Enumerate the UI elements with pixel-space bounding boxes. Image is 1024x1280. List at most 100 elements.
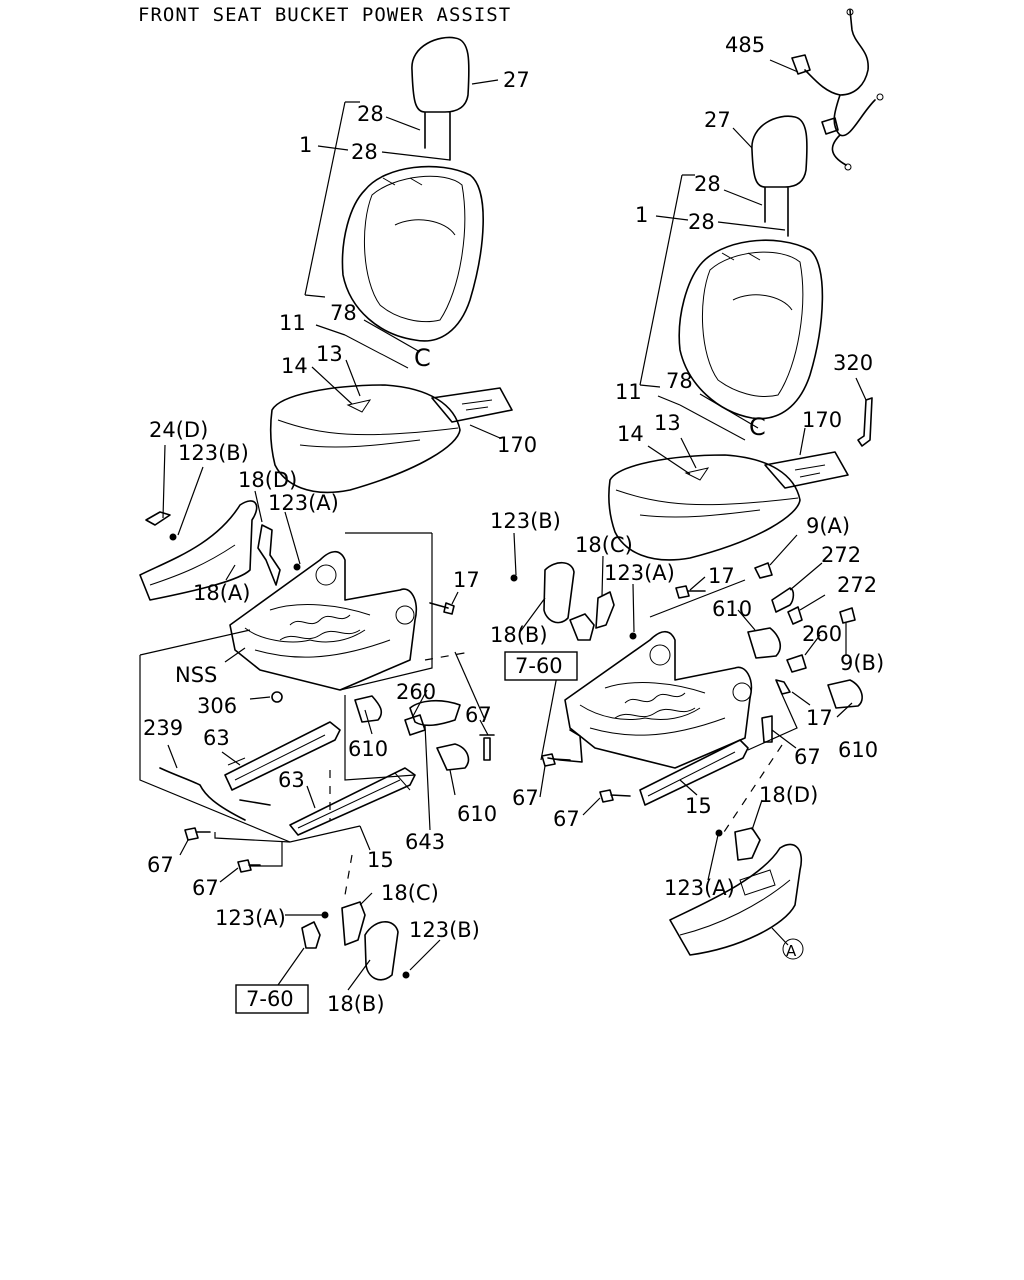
diagram-title: FRONT SEAT BUCKET POWER ASSIST <box>138 4 511 26</box>
left-nut-306[interactable] <box>271 691 283 703</box>
label-9A: 9(A) <box>806 514 850 538</box>
left-part-610-a[interactable] <box>354 695 383 723</box>
right-bolt-17-a[interactable] <box>675 585 706 599</box>
ref-label-7-60[interactable]: 7-60 <box>515 654 563 678</box>
right-part-272-b[interactable] <box>787 606 803 625</box>
right-trim-A[interactable] <box>669 843 802 956</box>
right-buckle-7-60[interactable] <box>569 613 595 641</box>
right-bolt-17-b[interactable] <box>775 679 791 695</box>
right-seat-back[interactable] <box>678 239 824 420</box>
label-28: 28 <box>694 172 721 196</box>
right-part-610-a[interactable] <box>747 627 782 659</box>
right-seat <box>504 8 884 960</box>
left-labels: 27 28 1 28 78 11 C 14 13 170 24(D) 123(B… <box>143 68 537 1016</box>
left-rail-63-a[interactable] <box>224 721 341 791</box>
right-headrest[interactable] <box>751 115 808 237</box>
left-part-610-b[interactable] <box>436 743 470 771</box>
label-14: 14 <box>281 354 308 378</box>
left-seat-frame[interactable] <box>229 550 418 691</box>
label-27: 27 <box>704 108 731 132</box>
label-18C: 18(C) <box>381 881 439 905</box>
label-18B: 18(B) <box>327 992 385 1016</box>
right-seat-frame[interactable] <box>564 630 753 769</box>
left-bracket-18C[interactable] <box>341 901 366 946</box>
label-18B: 18(B) <box>490 623 548 647</box>
left-part-170[interactable] <box>431 387 513 423</box>
left-ref-box-7-60[interactable] <box>235 984 309 1014</box>
left-headrest[interactable] <box>411 36 470 161</box>
label-272: 272 <box>837 573 877 597</box>
right-harness-485[interactable] <box>791 9 876 166</box>
label-15: 15 <box>367 848 394 872</box>
left-part-24D[interactable] <box>145 511 171 526</box>
label-67: 67 <box>512 786 539 810</box>
label-27: 27 <box>503 68 530 92</box>
right-part-610-b[interactable] <box>827 679 863 709</box>
label-123A: 123(A) <box>215 906 286 930</box>
label-643: 643 <box>405 830 445 854</box>
right-part-260[interactable] <box>786 654 807 673</box>
left-seat-cushion[interactable] <box>269 384 461 494</box>
label-18C: 18(C) <box>575 533 633 557</box>
right-rail-15[interactable] <box>639 739 749 806</box>
label-C: C <box>749 413 766 441</box>
label-17: 17 <box>806 706 833 730</box>
label-610: 610 <box>712 597 752 621</box>
right-bolt-67-c[interactable] <box>761 715 773 743</box>
label-18A: 18(A) <box>193 581 250 605</box>
label-17: 17 <box>708 564 735 588</box>
left-bolt-67-b[interactable] <box>237 859 261 873</box>
label-18D: 18(D) <box>759 783 818 807</box>
label-123B: 123(B) <box>409 918 480 942</box>
right-ref-box-7-60[interactable] <box>504 651 578 681</box>
label-11: 11 <box>279 311 306 335</box>
label-320: 320 <box>833 351 873 375</box>
right-wire-320[interactable] <box>857 397 873 447</box>
label-14: 14 <box>617 422 644 446</box>
right-bolt-67-b[interactable] <box>599 789 631 803</box>
label-A: A <box>786 942 797 960</box>
label-260: 260 <box>396 680 436 704</box>
label-67: 67 <box>465 703 492 727</box>
left-seat-back[interactable] <box>341 165 484 342</box>
label-1: 1 <box>635 203 648 227</box>
label-123A: 123(A) <box>268 491 339 515</box>
label-11: 11 <box>615 380 642 404</box>
left-rail-63-b[interactable] <box>289 767 416 836</box>
label-78: 78 <box>666 369 693 393</box>
right-bolt-67-a[interactable] <box>541 753 571 767</box>
label-485: 485 <box>725 33 765 57</box>
right-cover-18B[interactable] <box>543 561 575 624</box>
left-cover-18B[interactable] <box>364 921 399 981</box>
label-610: 610 <box>838 738 878 762</box>
left-buckle-7-60[interactable] <box>301 921 321 949</box>
right-part-9A[interactable] <box>754 562 773 579</box>
right-bracket-18D[interactable] <box>734 827 761 861</box>
label-63: 63 <box>278 768 305 792</box>
right-ref-circle-A <box>782 938 804 960</box>
left-seat <box>139 36 513 1014</box>
label-28: 28 <box>351 140 378 164</box>
label-18D: 18(D) <box>238 468 297 492</box>
label-123B: 123(B) <box>178 441 249 465</box>
label-123A: 123(A) <box>664 876 735 900</box>
right-part-170[interactable] <box>764 451 849 489</box>
label-67: 67 <box>794 745 821 769</box>
left-bolt-67-mid[interactable] <box>479 734 495 761</box>
label-9B: 9(B) <box>840 651 884 675</box>
right-part-9B[interactable] <box>839 607 856 624</box>
left-bolt-17[interactable] <box>429 602 455 615</box>
label-272: 272 <box>821 543 861 567</box>
label-610: 610 <box>348 737 388 761</box>
left-part-643[interactable] <box>409 699 461 727</box>
left-trim-18A[interactable] <box>139 500 258 601</box>
left-wire-239[interactable] <box>159 767 271 821</box>
left-bracket-18D[interactable] <box>257 524 281 586</box>
label-28: 28 <box>357 102 384 126</box>
right-part-272-a[interactable] <box>771 587 795 613</box>
label-123B: 123(B) <box>490 509 561 533</box>
right-bracket-18C[interactable] <box>595 591 615 629</box>
right-seat-cushion[interactable] <box>608 454 801 561</box>
left-bolt-67-a[interactable] <box>184 827 211 841</box>
ref-label-7-60[interactable]: 7-60 <box>246 987 294 1011</box>
